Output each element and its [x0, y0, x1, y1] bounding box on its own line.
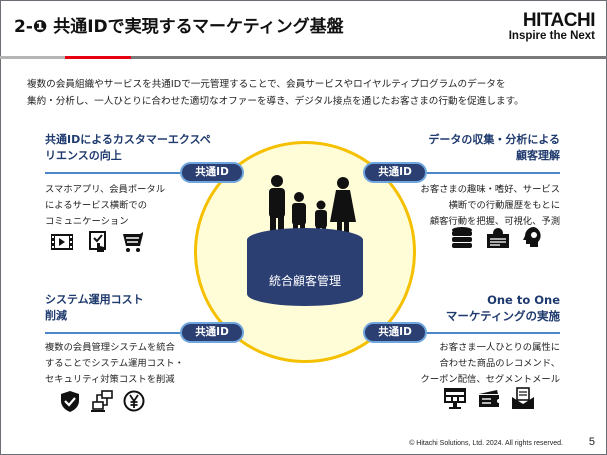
common-id-badge: 共通ID — [363, 322, 427, 343]
desc-line: コミュニケーション — [45, 216, 129, 227]
yen-icon — [123, 390, 145, 412]
quadrant-heading-one-to-one: One to One マーケティングの実施 — [446, 292, 560, 324]
desc-line: することでシステム運用コスト・ — [45, 358, 184, 369]
heading-line: One to One — [487, 293, 560, 307]
quadrant-desc-data: お客さまの趣味・嗜好、サービス横断での行動履歴をもとに顧客行動を把握、可視化、予… — [421, 182, 560, 230]
header-rule-left — [0, 56, 65, 59]
quadrant-desc-cx: スマホアプリ、会員ポータルによるサービス横断でのコミュニケーション — [45, 182, 165, 230]
connector-line — [45, 332, 185, 334]
page-number: 5 — [588, 436, 595, 448]
header-rule-accent — [65, 56, 131, 59]
intro-line: 集約・分析し、一人ひとりに合わせた適切なオファーを導き、デジタル接点を通じたお客… — [27, 96, 524, 107]
gear-document-icon — [487, 228, 509, 248]
quadrant-heading-cost: システム運用コスト削減 — [45, 292, 144, 324]
connector-line — [420, 332, 560, 334]
heading-line: 顧客理解 — [516, 149, 560, 162]
heading-line: データの収集・分析による — [428, 133, 560, 146]
quadrant-desc-one-to-one: お客さま一人ひとりの属性に合わせた商品のレコメンド、クーポン配信、セグメントメー… — [421, 340, 560, 388]
center-label: 統合顧客管理 — [268, 274, 341, 288]
header-rule-right — [131, 56, 607, 59]
logo-tagline: Inspire the Next — [508, 30, 595, 42]
database-icon — [452, 227, 472, 248]
shopping-cart-icon — [123, 232, 143, 252]
desc-line: お客さまの趣味・嗜好、サービス — [420, 184, 560, 195]
quadrant-heading-cx: 共通IDによるカスタマーエクスペリエンスの向上 — [45, 132, 211, 164]
desc-line: お客さま一人ひとりの属性に — [439, 342, 560, 353]
brain-head-icon — [523, 227, 541, 247]
desc-line: 横断での行動履歴をもとに — [448, 200, 560, 211]
common-id-badge: 共通ID — [363, 162, 427, 183]
hitachi-logo: HITACHI — [522, 10, 596, 31]
monitor-icon — [444, 388, 466, 409]
customer-database-cylinder — [247, 228, 363, 306]
video-icon — [51, 234, 73, 250]
shield-check-icon — [61, 391, 79, 412]
heading-line: 共通IDによるカスタマーエクスペ — [45, 133, 211, 146]
touch-checklist-icon — [89, 231, 106, 252]
desc-line: 合わせた商品のレコメンド、 — [439, 358, 561, 369]
computers-icon — [91, 390, 113, 412]
quadrant-desc-cost: 複数の会員管理システムを統合することでシステム運用コスト・セキュリティ対策コスト… — [45, 340, 184, 388]
quadrant-heading-data: データの収集・分析による顧客理解 — [428, 132, 560, 164]
mail-icon — [512, 387, 534, 409]
coupon-icon — [479, 390, 501, 407]
desc-line: クーポン配信、セグメントメール — [420, 374, 560, 385]
connector-line — [420, 172, 560, 174]
copyright: © Hitachi Solutions, Ltd. 2024. All righ… — [409, 440, 563, 447]
page-title: 2-❶ 共通IDで実現するマーケティング基盤 — [14, 17, 344, 37]
desc-line: 顧客行動を把握、可視化、予測 — [429, 216, 560, 227]
desc-line: によるサービス横断での — [45, 200, 147, 211]
heading-line: システム運用コスト — [45, 293, 144, 306]
desc-line: セキュリティ対策コストを削減 — [45, 374, 175, 385]
intro-text: 複数の会員組織やサービスを共通IDで一元管理することで、会員サービスやロイヤルテ… — [27, 76, 524, 110]
heading-line: 削減 — [45, 309, 67, 322]
connector-line — [45, 172, 185, 174]
heading-line: マーケティングの実施 — [445, 309, 560, 323]
heading-line: リエンスの向上 — [45, 149, 122, 162]
intro-line: 複数の会員組織やサービスを共通IDで一元管理することで、会員サービスやロイヤルテ… — [27, 79, 506, 90]
desc-line: スマホアプリ、会員ポータル — [45, 184, 166, 195]
desc-line: 複数の会員管理システムを統合 — [45, 342, 175, 353]
common-id-badge: 共通ID — [180, 162, 244, 183]
common-id-badge: 共通ID — [180, 322, 244, 343]
